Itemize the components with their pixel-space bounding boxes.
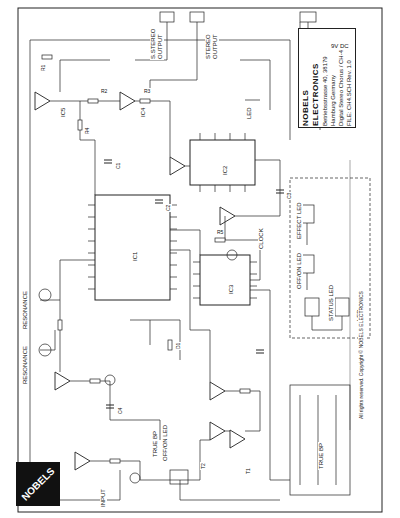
part-label: OUTPUT — [212, 33, 219, 60]
ic-pin — [245, 133, 246, 140]
part-label: C4 — [117, 407, 124, 415]
part-label: TRUE BP — [318, 442, 325, 470]
ic-pin — [88, 229, 95, 230]
ic-pin — [250, 262, 257, 263]
ic-pin — [193, 274, 200, 275]
ic-pin — [170, 277, 177, 278]
part-label: OFF/ON LED — [296, 252, 303, 290]
part-label: D1 — [175, 342, 182, 350]
part-label: LED — [246, 106, 253, 120]
part-label: T1 — [245, 467, 252, 475]
part-label: All rights reserved. Copyright © NOBELS … — [358, 290, 365, 420]
ic-pin — [170, 289, 177, 290]
ic-pin — [170, 253, 177, 254]
ic-pin — [170, 241, 177, 242]
ic-pin — [170, 229, 177, 230]
ic-pin — [88, 265, 95, 266]
ic-pin — [88, 253, 95, 254]
ic-pin — [230, 185, 231, 192]
part-label: IC5 — [60, 107, 67, 118]
part-label: R1 — [40, 64, 47, 72]
part-label: TRUE BP — [152, 430, 159, 458]
company-name: NOBELS ELECTRONICS — [301, 32, 321, 126]
part-label: OUTPUT — [157, 33, 164, 60]
part-label: R5 — [216, 229, 224, 236]
ic-pin — [88, 277, 95, 278]
logo-text: NOBELS — [19, 465, 56, 502]
ic-pin — [193, 298, 200, 299]
switch-contact — [318, 395, 319, 485]
part-label: C3 — [286, 192, 293, 200]
part-label: EFFECT LED — [296, 201, 303, 240]
ic-pin — [88, 289, 95, 290]
part-label: C1 — [115, 162, 122, 170]
ic-pin — [88, 217, 95, 218]
ic-pin — [200, 185, 201, 192]
ic-pin — [250, 274, 257, 275]
ic-pin — [200, 133, 201, 140]
part-label: C2 — [165, 204, 172, 212]
ic-pin — [88, 205, 95, 206]
ic-pin — [88, 241, 95, 242]
part-label: 9V DC — [330, 43, 350, 50]
switch-contact — [300, 395, 301, 485]
part-label: IC4 — [140, 107, 147, 118]
part-label: CLOCK — [258, 227, 265, 250]
part-label: R2 — [100, 88, 108, 95]
ic-pin — [170, 265, 177, 266]
ic-pin — [230, 133, 231, 140]
ic-pin — [193, 262, 200, 263]
part-label: STEREO — [205, 33, 212, 60]
ic-pin — [215, 133, 216, 140]
part-label: IC1 — [132, 251, 139, 262]
part-label: T2 — [200, 462, 207, 470]
part-label: S.STEREO — [150, 28, 157, 60]
ic-pin — [245, 185, 246, 192]
part-label: RESONANCE — [22, 345, 29, 385]
part-label: OFF/ON LED — [162, 424, 169, 462]
part-label: INPUT — [100, 488, 107, 508]
part-label: IC3 — [228, 284, 235, 295]
part-label: R4 — [84, 127, 91, 135]
ic-pin — [250, 298, 257, 299]
ic-pin — [193, 286, 200, 287]
part-label: STATUS LED — [328, 284, 335, 322]
ic-pin — [215, 185, 216, 192]
logo-box: NOBELS — [16, 462, 60, 506]
switch-contact — [336, 395, 337, 485]
part-label: RESONANCE — [22, 290, 29, 330]
part-label: R3 — [143, 88, 151, 95]
ic-pin — [170, 217, 177, 218]
part-label: IC2 — [222, 165, 229, 176]
ic-pin — [250, 286, 257, 287]
